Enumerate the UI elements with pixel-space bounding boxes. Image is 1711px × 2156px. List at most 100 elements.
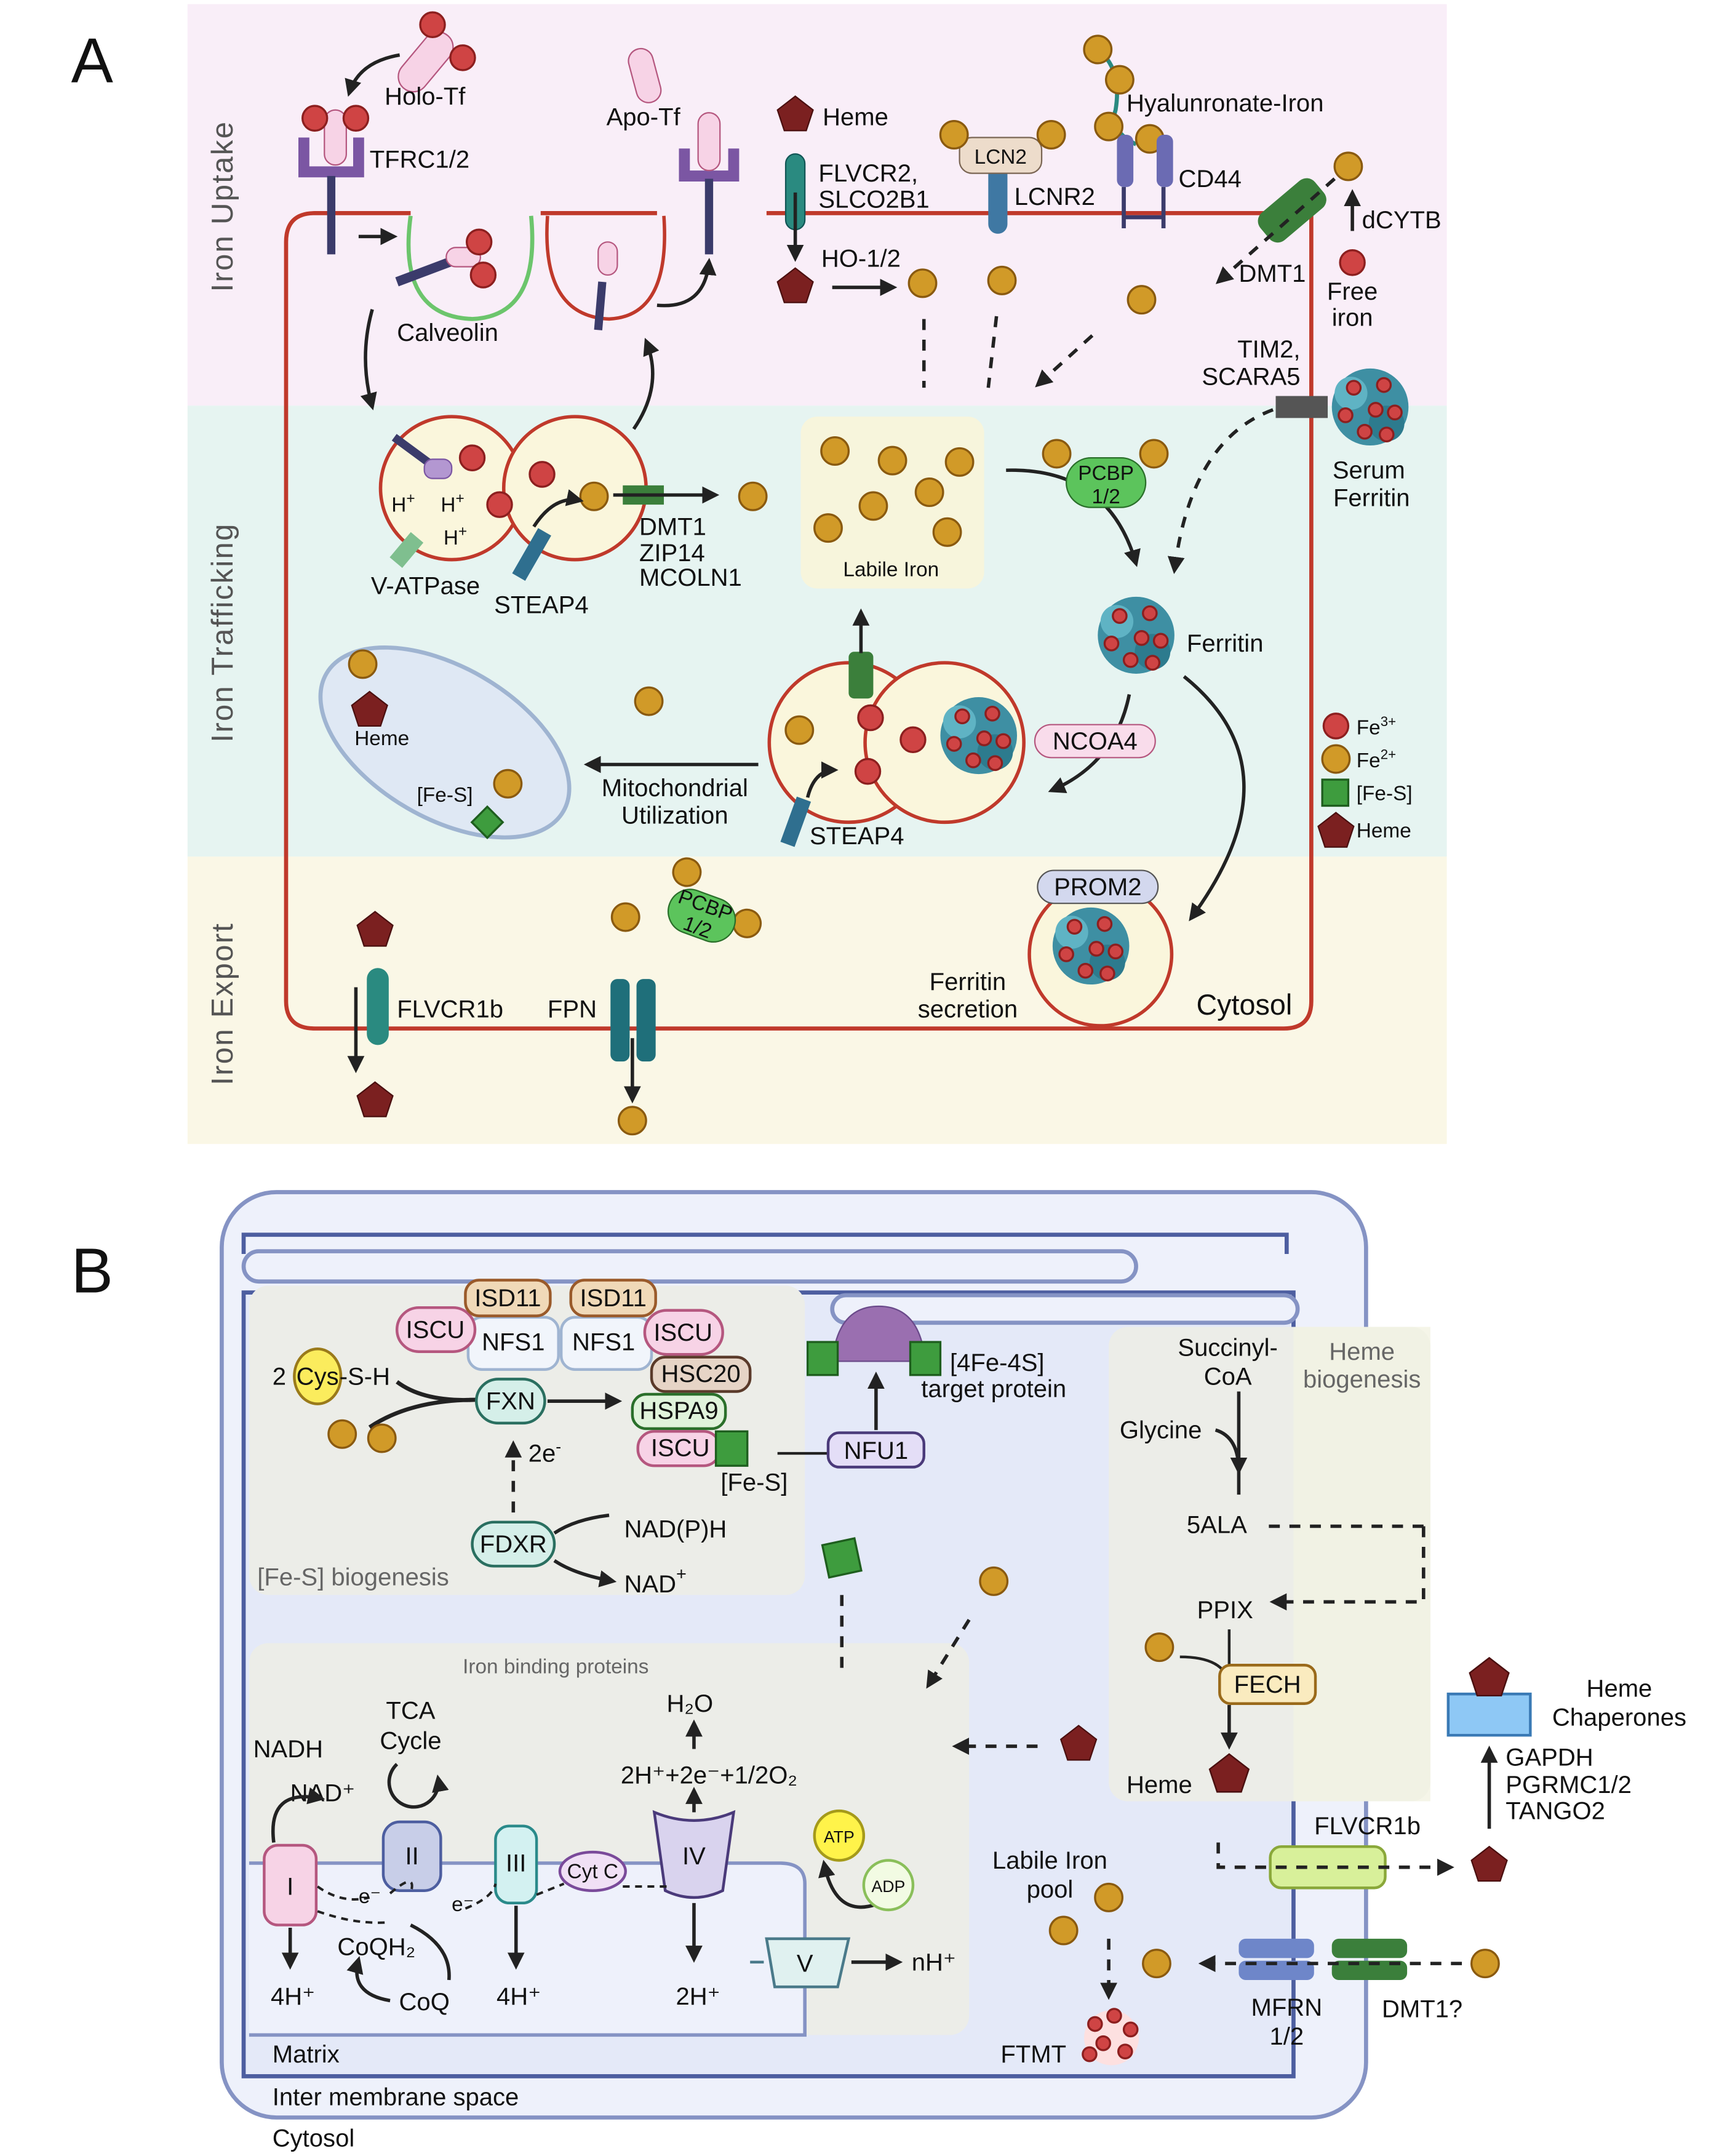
- nfu1-node: [826, 1431, 925, 1469]
- holo-transferrin: [397, 11, 476, 93]
- label-scara5: SCARA5: [1202, 363, 1300, 391]
- label-coq: CoQ: [399, 1988, 450, 2016]
- label-coqh2: CoQH₂: [337, 1933, 415, 1961]
- label-iron: iron: [1332, 304, 1373, 332]
- label-cytosol-a: Cytosol: [1196, 989, 1292, 1021]
- label-ppix: PPIX: [1197, 1596, 1253, 1624]
- label-hspa9: HSPA9: [639, 1397, 718, 1424]
- label-utilization: Utilization: [621, 802, 728, 829]
- complex-iv: [652, 1810, 736, 1899]
- label-iscu: ISCU: [406, 1316, 465, 1343]
- label-mcoln1: MCOLN1: [639, 564, 742, 591]
- label-reaction: 2H⁺+2e⁻+1/2O₂: [621, 1761, 797, 1789]
- label-lcn2: LCN2: [975, 146, 1027, 169]
- arrow: [818, 1859, 877, 1909]
- adp-icon: [862, 1859, 915, 1912]
- label-pcbp: PCBP: [1078, 462, 1134, 485]
- label-slco2b1: SLCO2B1: [818, 185, 929, 213]
- label-nfs1: NFS1: [572, 1328, 635, 1355]
- label-steap4: STEAP4: [494, 591, 589, 619]
- cytochrome-c: [558, 1850, 627, 1892]
- label-free: Free: [1327, 277, 1378, 305]
- panel-letter-a: A: [71, 25, 114, 96]
- label-tim2: TIM2,: [1237, 335, 1300, 363]
- label-target-protein: target protein: [921, 1375, 1066, 1402]
- fxn-node: [475, 1378, 546, 1425]
- label-v-atpase: V-ATPase: [371, 572, 480, 599]
- panel-a: A Iron Uptake Iron Trafficking Iron Expo…: [71, 4, 1447, 1144]
- label-apo-tf: Apo-Tf: [607, 103, 681, 130]
- heme-biogenesis-title-1: Heme: [1329, 1338, 1395, 1365]
- label-adp: ADP: [871, 1877, 905, 1896]
- labile-iron-pool: [800, 417, 984, 589]
- label-matrix: Matrix: [273, 2040, 340, 2068]
- pcbp-chaperone: [1042, 439, 1169, 508]
- fdxr-node: [471, 1520, 556, 1568]
- label-mito-fes: [Fe-S]: [417, 784, 473, 807]
- cd44-hyaluronate: [1083, 34, 1173, 228]
- label-ferritin-secretion-1: Ferritin: [930, 968, 1007, 996]
- label-labile-iron-pool-2: pool: [1027, 1875, 1074, 1903]
- panel-letter-b: B: [71, 1235, 113, 1306]
- section-iron-uptake: Iron Uptake: [206, 121, 239, 292]
- label-e: e⁻: [452, 1893, 474, 1916]
- label-2h: 2H⁺: [676, 1982, 720, 2010]
- label-ferritin: Ferritin: [1187, 629, 1264, 657]
- label-fpn: FPN: [548, 996, 597, 1023]
- legend-fe3: Fe3+: [1357, 714, 1396, 739]
- label-cys: Cys: [297, 1362, 339, 1390]
- label-dmt1: DMT1: [1238, 260, 1306, 287]
- label-prom2: PROM2: [1054, 873, 1141, 901]
- caveolin-complex: [395, 228, 497, 289]
- label-tca: TCA: [386, 1696, 435, 1724]
- arrows: [357, 1923, 451, 2003]
- ftmt-icon: [1082, 2008, 1139, 2066]
- label-pgrmc: PGRMC1/2: [1506, 1771, 1632, 1799]
- label-atp: ATP: [824, 1827, 855, 1846]
- arrow: [1216, 1842, 1454, 1876]
- arrow: [532, 489, 584, 528]
- label-gapdh: GAPDH: [1506, 1743, 1593, 1771]
- label-mito-heme: Heme: [354, 727, 409, 750]
- label-cyt-c: Cyt C: [567, 1861, 618, 1883]
- caveolae-pit: [406, 215, 535, 321]
- fes-biogenesis-title: [Fe-S] biogenesis: [257, 1563, 449, 1591]
- label-nad-plus: NAD⁺: [290, 1779, 356, 1807]
- arrow: [360, 309, 377, 410]
- label-4h: 4H⁺: [271, 1982, 315, 2010]
- label-mfrn-num: 1/2: [1269, 2022, 1304, 2050]
- iscu-nfs1-complex: [395, 1279, 724, 1371]
- label-intermembrane-space: Inter membrane space: [273, 2083, 519, 2110]
- heme-biogenesis-title-2: biogenesis: [1303, 1365, 1421, 1393]
- tfrc-endosome: [594, 241, 618, 330]
- dashed-arrows: [840, 1595, 971, 1685]
- label-steap4-lyso: STEAP4: [810, 822, 904, 850]
- arrow: [632, 338, 660, 430]
- mitoferrin-transporter: [1238, 1938, 1314, 1980]
- label-dmt1-b: DMT1?: [1382, 1995, 1462, 2022]
- label-dcytb: dCYTB: [1362, 206, 1442, 234]
- section-iron-trafficking: Iron Trafficking: [206, 522, 239, 742]
- cell-membrane: [284, 211, 1314, 1031]
- heme-icon: [1470, 1846, 1508, 1882]
- label-ho: HO-1/2: [821, 244, 901, 272]
- label-4fe4s: [4Fe-4S]: [950, 1349, 1045, 1376]
- label-tfrc: TFRC1/2: [370, 146, 469, 174]
- label-ncoa4: NCOA4: [1053, 727, 1138, 755]
- dmt1-transporter: [1258, 178, 1326, 243]
- label-labile-iron-pool-1: Labile Iron: [992, 1847, 1107, 1874]
- export-band: [187, 856, 1447, 1144]
- label-nh: nH⁺: [912, 1948, 956, 1976]
- arrow: [553, 1513, 613, 1581]
- label-ferritin-secretion-2: secretion: [918, 996, 1018, 1023]
- ferroportin: [610, 979, 656, 1062]
- section-iron-export: Iron Export: [206, 922, 239, 1085]
- ncoa4-badge: [1034, 724, 1156, 759]
- label-heme: Heme: [823, 103, 888, 130]
- label-complex-ii: II: [405, 1842, 419, 1870]
- label-hsc20: HSC20: [661, 1360, 741, 1387]
- label-nad: NAD+: [624, 1565, 687, 1598]
- label-serum-ferritin: Ferritin: [1333, 484, 1410, 511]
- label-heme-chaperones-1: Heme: [1587, 1675, 1653, 1703]
- label-4h: 4H⁺: [497, 1982, 541, 2010]
